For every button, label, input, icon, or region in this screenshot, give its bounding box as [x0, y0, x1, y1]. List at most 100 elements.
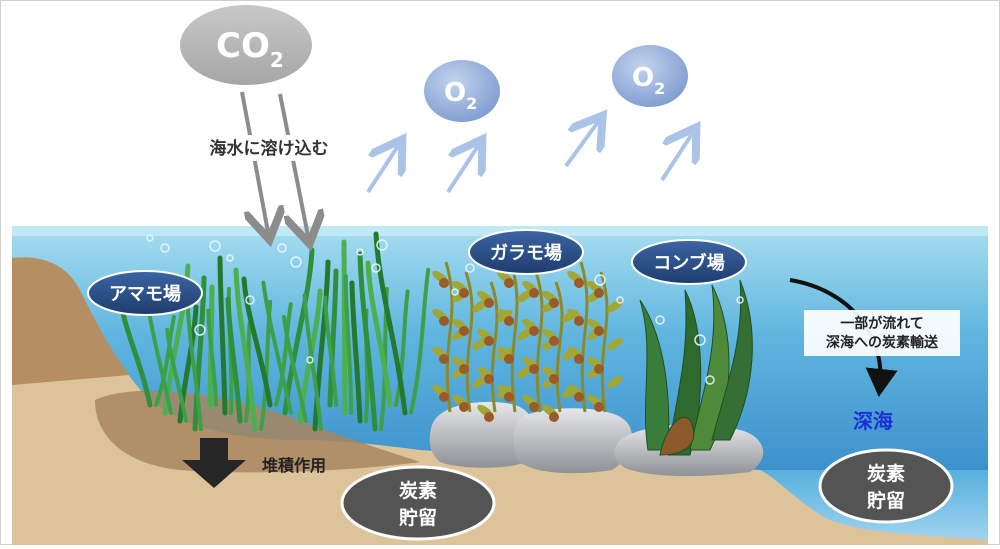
sargassum-leaf [517, 365, 533, 379]
eelgrass-blade [206, 308, 218, 407]
seabed [12, 257, 988, 545]
bubble [356, 248, 364, 256]
sargassum-float [574, 278, 584, 288]
eelgrass-blade [165, 327, 188, 423]
co2-dissolve-arrow-right [278, 93, 308, 236]
sargassum-plants [432, 261, 623, 422]
carbon-storage-left: 炭素 貯留 [340, 465, 496, 541]
sargassum-float [504, 278, 514, 288]
sargassum-leaf [472, 299, 488, 313]
kelp-blade [659, 417, 695, 456]
sargassum-stem [489, 281, 499, 413]
bubble [451, 288, 459, 296]
sargassum-leaf [607, 375, 623, 389]
svg-text:貯留: 貯留 [399, 506, 437, 529]
sargassum-float [459, 402, 469, 412]
sargassum-float [504, 354, 514, 364]
sargassum-float [439, 316, 449, 326]
eelgrass-plants [117, 231, 431, 432]
bubble [736, 296, 744, 304]
habitat-label-eelgrass: アマモ場 [87, 270, 203, 316]
bubble [371, 263, 381, 273]
eelgrass-blade [282, 247, 315, 416]
habitat-label-kelp: コンブ場 [631, 239, 747, 285]
eelgrass-blade [365, 260, 393, 408]
sargassum-float [439, 392, 449, 402]
bubble [146, 234, 154, 242]
eelgrass-blade [192, 275, 207, 432]
bubble [226, 254, 234, 262]
bubble [245, 295, 255, 305]
co2-bubble: CO2 [180, 5, 312, 85]
sargassum-float [459, 288, 469, 298]
eelgrass-blade [282, 315, 308, 423]
o2-label-right: O2 [632, 63, 665, 98]
o2-bubble-left: O2 [424, 60, 500, 122]
eelgrass-blade [357, 251, 378, 432]
sargassum-float [529, 364, 539, 374]
eelgrass-blade [241, 276, 273, 408]
sedimentation-arrow [182, 438, 246, 488]
bubble [694, 334, 706, 346]
sargassum-float [594, 402, 604, 412]
sargassum-float [549, 374, 559, 384]
eelgrass-blade [233, 267, 258, 432]
sargassum-leaf [607, 337, 623, 351]
sargassum-float [504, 392, 514, 402]
eelgrass-blade [349, 280, 363, 424]
sediment-layer [95, 390, 420, 473]
svg-text:炭素: 炭素 [867, 462, 905, 485]
sargassum-stem [579, 261, 589, 413]
bubble [705, 375, 715, 385]
eelgrass-blade [225, 296, 243, 424]
sargassum-float [484, 412, 494, 422]
transport-label-line2: 深海への炭素輸送 [826, 334, 939, 351]
co2-label: CO2 [216, 26, 284, 72]
bubble [209, 240, 221, 252]
bubble [160, 243, 170, 253]
sargassum-stem [534, 271, 544, 413]
sargassum-float [549, 298, 559, 308]
sargassum-leaf [472, 337, 488, 351]
svg-text:炭素: 炭素 [399, 479, 437, 502]
bubble [306, 356, 314, 364]
sargassum-stem [599, 271, 609, 413]
transport-label-bg [804, 310, 960, 356]
sargassum-float [484, 336, 494, 346]
eelgrass-blade [261, 280, 293, 415]
sargassum-float [484, 298, 494, 308]
sargassum-float [459, 364, 469, 374]
kelp-plants [639, 279, 753, 456]
sargassum-float [459, 326, 469, 336]
sargassum-stem [554, 281, 564, 413]
o2-arrow-2 [446, 146, 478, 194]
sargassum-float [484, 374, 494, 384]
svg-text:ガラモ場: ガラモ場 [490, 243, 562, 264]
sargassum-float [574, 354, 584, 364]
bubble [465, 263, 475, 273]
eelgrass-blade [341, 239, 348, 416]
sargassum-stem [444, 261, 454, 413]
bubble [594, 274, 606, 286]
carbon-storage-right: 炭素 貯留 [818, 448, 954, 524]
sargassum-float [574, 316, 584, 326]
eelgrass-blade [327, 268, 339, 408]
eelgrass-blade [409, 267, 431, 415]
sargassum-float [439, 354, 449, 364]
kelp-blade [639, 299, 670, 451]
bubble [655, 315, 665, 325]
svg-text:コンブ場: コンブ場 [653, 252, 724, 274]
shore-slope [12, 257, 130, 385]
eelgrass-blade [274, 302, 293, 407]
o2-label-left: O2 [444, 78, 477, 113]
eelgrass-blade [302, 293, 323, 431]
habitat-label-sargassum: ガラモ場 [468, 229, 584, 275]
sargassum-float [549, 336, 559, 346]
sargassum-float [594, 364, 604, 374]
o2-bubble-right: O2 [612, 45, 688, 107]
sargassum-float [594, 326, 604, 336]
transport-label-line1: 一部が流れて [840, 315, 924, 332]
svg-text:アマモ場: アマモ場 [109, 284, 181, 305]
eelgrass-blade [373, 231, 408, 416]
o2-arrow-1 [366, 146, 398, 194]
